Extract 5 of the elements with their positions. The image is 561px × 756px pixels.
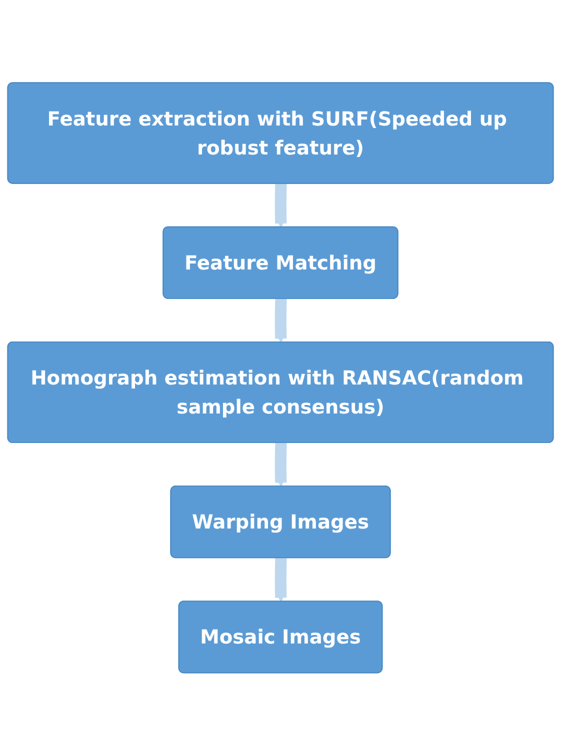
arrow <box>274 556 287 602</box>
flowchart: Feature extraction with SURF(Speeded up robust feature) Feature Matching Homograph estimation with RANSAC(random sample consensus) Warping Images Mosaic Images <box>0 75 561 681</box>
arrow <box>274 182 287 228</box>
arrow <box>274 441 287 488</box>
arrow <box>274 296 287 344</box>
